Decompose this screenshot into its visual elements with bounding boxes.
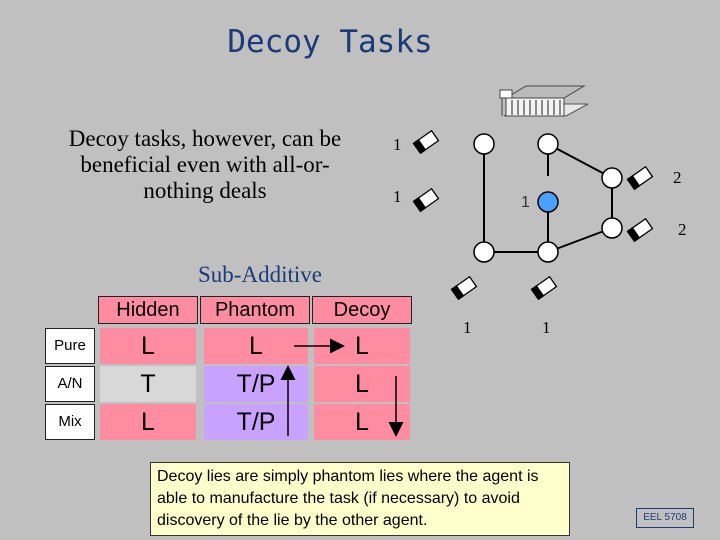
slide-title: Decoy Tasks: [227, 24, 433, 60]
cell-an-phantom: T/P: [204, 366, 308, 402]
cell-pure-phantom: L: [204, 328, 308, 364]
decoy-node-label: 1: [521, 194, 530, 211]
building-icon: [499, 85, 589, 117]
graph-node: [537, 133, 559, 155]
letter-icon: [412, 129, 654, 301]
row-label-pure: Pure: [45, 328, 95, 364]
graph-node: [601, 167, 623, 189]
header-decoy: Decoy: [312, 296, 412, 324]
graph-label: 1: [393, 135, 402, 154]
cell-pure-hidden: L: [100, 328, 196, 364]
header-phantom: Phantom: [200, 296, 310, 324]
cell-mix-phantom: T/P: [204, 404, 308, 440]
header-hidden: Hidden: [98, 296, 198, 324]
graph-label: 2: [673, 168, 682, 187]
graph-label: 1: [542, 318, 551, 337]
row-label-mix: Mix: [45, 404, 95, 440]
graph-node: [473, 133, 495, 155]
cell-mix-hidden: L: [100, 404, 196, 440]
row-label-an: A/N: [45, 366, 95, 402]
note-box: Decoy lies are simply phantom lies where…: [150, 462, 570, 536]
graph-node: [473, 241, 495, 263]
subsection-title: Sub-Additive: [198, 262, 322, 287]
graph-node: [537, 241, 559, 263]
graph-label: 1: [463, 318, 472, 337]
cell-an-decoy: L: [314, 366, 410, 402]
intro-text: Decoy tasks, however, can be beneficial …: [68, 126, 342, 203]
decoy-node: [537, 191, 559, 213]
cell-an-hidden: T: [100, 366, 196, 402]
graph-node: [601, 217, 623, 239]
delivery-graph: [412, 129, 654, 301]
graph-label: 1: [393, 187, 402, 206]
course-badge: EEL 5708: [636, 508, 694, 528]
graph-label: 2: [678, 220, 687, 239]
